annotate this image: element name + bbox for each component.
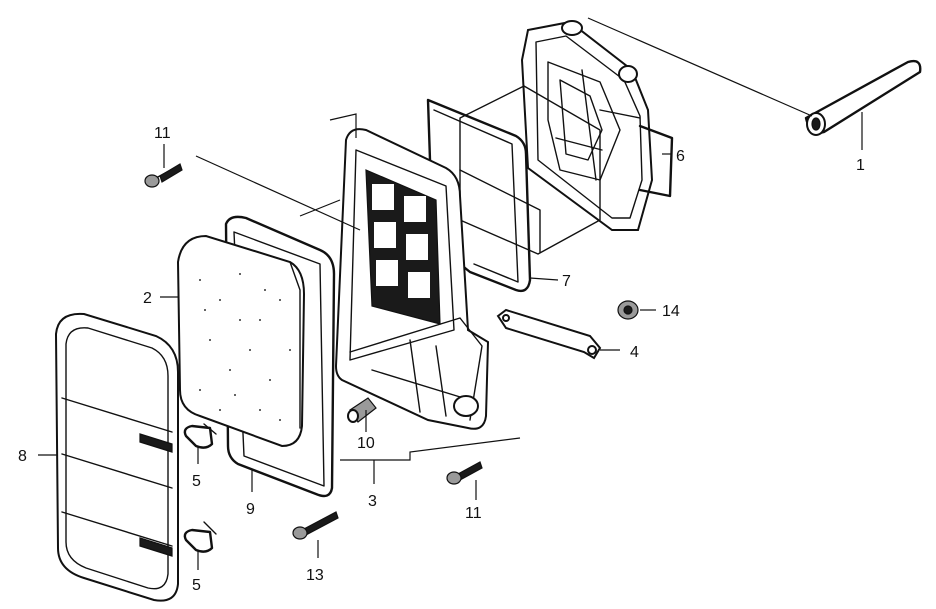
part-8-cover [54, 312, 179, 602]
callout-labels: 1 2 3 4 5 5 6 7 8 9 10 11 11 13 14 [18, 125, 865, 594]
part-13-bolt [292, 511, 339, 540]
callout-8: 8 [18, 448, 27, 465]
callout-7: 7 [562, 273, 571, 290]
part-5-clip-upper [183, 423, 217, 449]
leader-lines [38, 17, 863, 570]
part-11-bolt-upper [144, 163, 183, 188]
part-2-foam-element [176, 234, 306, 448]
part-5-clip-lower [183, 521, 217, 553]
part-11-bolt-lower [446, 461, 483, 485]
callout-9: 9 [246, 501, 255, 518]
part-1-breather-tube [804, 59, 922, 136]
callout-5-lower: 5 [192, 577, 201, 594]
part-7-gasket [426, 98, 532, 293]
callout-11-lower: 11 [465, 505, 482, 522]
callout-13: 13 [306, 567, 324, 584]
part-14-nut [617, 300, 639, 320]
part-6-air-cleaner-case [520, 20, 674, 231]
part-10-stud [347, 397, 377, 423]
callout-10: 10 [357, 435, 375, 452]
callout-14: 14 [662, 303, 680, 320]
callout-4: 4 [630, 344, 639, 361]
callout-11-upper: 11 [154, 125, 171, 142]
callout-6: 6 [676, 148, 685, 165]
callout-3: 3 [368, 493, 377, 510]
part-4-bracket [496, 308, 602, 360]
callout-5-upper: 5 [192, 473, 201, 490]
callout-2: 2 [143, 290, 152, 307]
callout-1: 1 [856, 157, 865, 174]
part-3-element-holder [334, 128, 490, 430]
